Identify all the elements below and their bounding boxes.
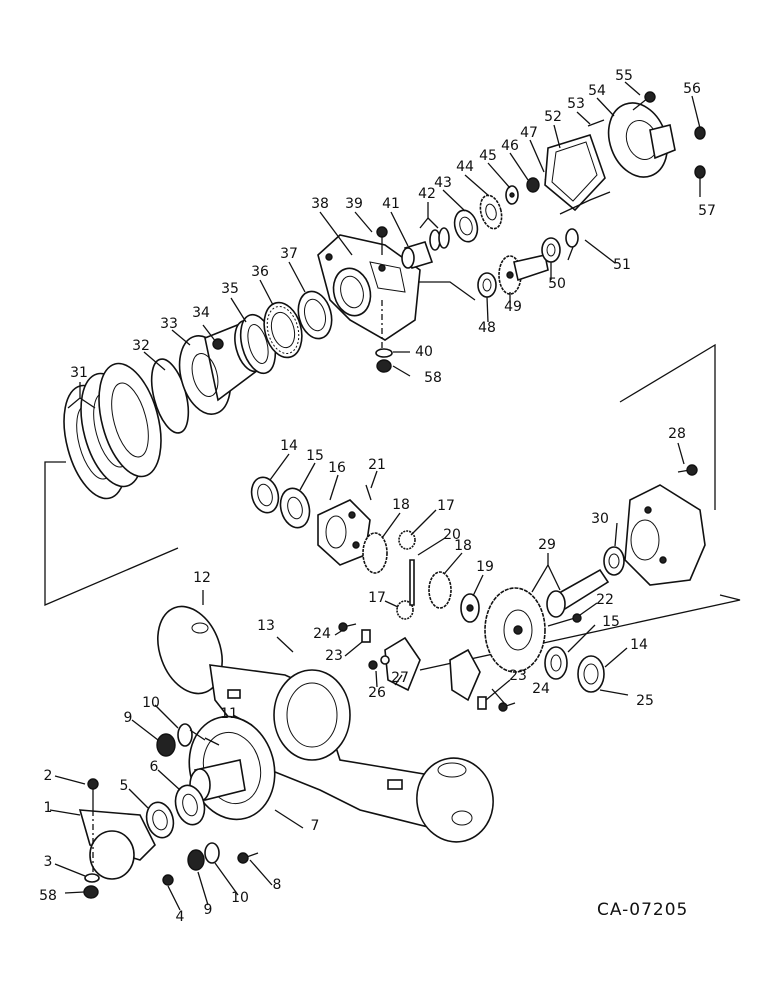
callout-36: 36 — [251, 264, 269, 280]
callout-15a: 15 — [306, 448, 324, 464]
callout-58b: 58 — [39, 888, 57, 904]
end-cover-part — [607, 102, 676, 178]
callout-17b: 17 — [368, 590, 386, 606]
callout-16: 16 — [328, 460, 346, 476]
callout-11: 11 — [220, 706, 238, 722]
callout-38: 38 — [311, 196, 329, 212]
callout-26: 26 — [368, 685, 386, 701]
callout-44: 44 — [456, 159, 474, 175]
callout-33: 33 — [160, 316, 178, 332]
drawing-code: CA-07205 — [597, 900, 688, 920]
callout-7: 7 — [311, 818, 320, 834]
callout-9b: 9 — [204, 902, 213, 918]
callout-24a: 24 — [313, 626, 331, 642]
callout-8: 8 — [273, 877, 282, 893]
callout-43: 43 — [434, 175, 452, 191]
steering-arm-part — [78, 809, 156, 880]
callout-58a: 58 — [424, 370, 442, 386]
callout-12: 12 — [193, 570, 211, 586]
steering-bracket-part — [317, 234, 421, 341]
callout-20: 20 — [443, 527, 461, 543]
callout-6: 6 — [150, 759, 159, 775]
callout-13: 13 — [257, 618, 275, 634]
callout-2: 2 — [44, 768, 53, 784]
callout-47: 47 — [520, 125, 538, 141]
pinion-shaft-part — [498, 254, 549, 295]
callout-18a: 18 — [392, 497, 410, 513]
callout-14b: 14 — [630, 637, 648, 653]
callout-34: 34 — [192, 305, 210, 321]
differential-assembly — [250, 464, 706, 712]
callout-45: 45 — [479, 148, 497, 164]
callout-31: 31 — [70, 365, 88, 381]
callout-57: 57 — [698, 203, 716, 219]
callout-19: 19 — [476, 559, 494, 575]
callout-18b: 18 — [454, 538, 472, 554]
gasket-set-part — [63, 362, 162, 500]
callout-29: 29 — [538, 537, 556, 553]
callout-14a: 14 — [280, 438, 298, 454]
callout-46: 46 — [501, 138, 519, 154]
callout-21: 21 — [368, 457, 386, 473]
carrier-cover-part — [624, 484, 706, 586]
callout-55: 55 — [615, 68, 633, 84]
callout-39: 39 — [345, 196, 363, 212]
leader-lines — [49, 81, 701, 911]
callout-48: 48 — [478, 320, 496, 336]
callout-49: 49 — [504, 299, 522, 315]
callout-51: 51 — [613, 257, 631, 273]
callout-22: 22 — [596, 592, 614, 608]
callout-32: 32 — [132, 338, 150, 354]
callout-1: 1 — [44, 800, 53, 816]
callout-24b: 24 — [532, 681, 550, 697]
callout-27: 27 — [391, 670, 409, 686]
callout-4: 4 — [176, 909, 185, 925]
callout-37: 37 — [280, 246, 298, 262]
callout-5: 5 — [120, 778, 129, 794]
callout-42: 42 — [418, 186, 436, 202]
callout-41: 41 — [382, 196, 400, 212]
callout-53: 53 — [567, 96, 585, 112]
ring-gear-part — [484, 587, 546, 673]
spindle-part — [188, 715, 276, 821]
callout-10b: 10 — [231, 890, 249, 906]
callout-3: 3 — [44, 854, 53, 870]
callout-labels: 1 2 3 4 5 6 7 8 9 9 10 10 11 12 13 14 14… — [39, 68, 716, 925]
callout-15b: 15 — [602, 614, 620, 630]
callout-23b: 23 — [509, 668, 527, 684]
callout-17a: 17 — [437, 498, 455, 514]
callout-50: 50 — [548, 276, 566, 292]
upper-final-drive-assembly — [44, 91, 706, 606]
callout-52: 52 — [544, 109, 562, 125]
callout-25: 25 — [636, 693, 654, 709]
callout-30: 30 — [591, 511, 609, 527]
differential-case-part — [317, 499, 371, 566]
roller-bearing-part — [263, 301, 303, 359]
callout-10a: 10 — [142, 695, 160, 711]
callout-56: 56 — [683, 81, 701, 97]
callout-54: 54 — [588, 83, 606, 99]
callout-9a: 9 — [124, 710, 133, 726]
callout-23a: 23 — [325, 648, 343, 664]
callout-40: 40 — [415, 344, 433, 360]
callout-35: 35 — [221, 281, 239, 297]
callout-28: 28 — [668, 426, 686, 442]
